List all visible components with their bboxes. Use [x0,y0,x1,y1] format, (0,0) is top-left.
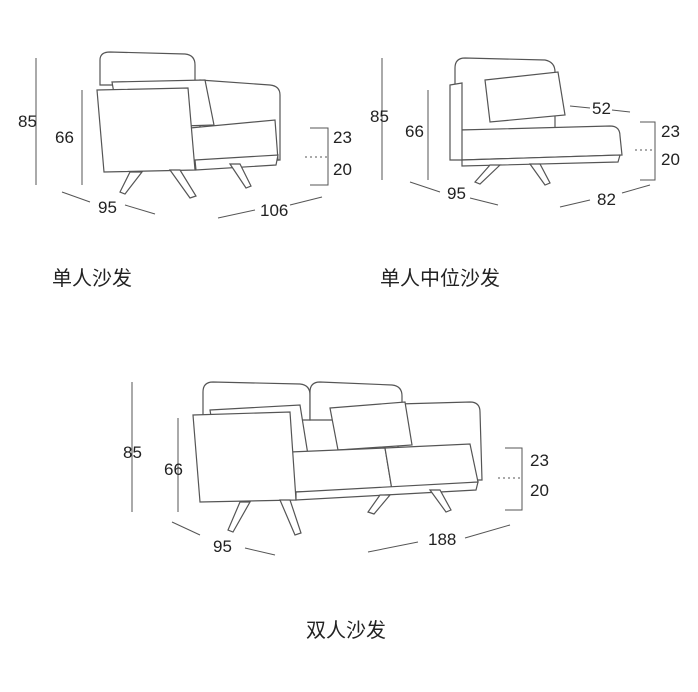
cushion-height-label: 23 [333,128,352,147]
double-sofa-drawing: 85 66 23 20 95 188 [123,381,549,556]
seat-back-height-label: 66 [405,122,424,141]
height-label: 85 [370,107,389,126]
middle-sofa-caption: 单人中位沙发 [380,266,500,290]
double-sofa-caption: 双人沙发 [306,618,386,642]
height-label: 85 [123,443,142,462]
seat-height-label: 20 [530,481,549,500]
depth-label: 95 [98,198,117,217]
depth-label: 95 [213,537,232,556]
single-sofa-drawing: 85 66 23 20 95 106 [18,51,352,220]
pillow-width-label: 52 [592,99,611,118]
seat-height-label: 20 [661,150,680,169]
cushion-height-label: 23 [530,451,549,470]
middle-sofa-drawing: 85 66 52 23 20 95 82 [370,57,680,209]
width-label: 82 [597,190,616,209]
seat-height-label: 20 [333,160,352,179]
width-label: 188 [428,530,456,549]
seat-back-height-label: 66 [164,460,183,479]
width-label: 106 [260,201,288,220]
single-sofa-caption: 单人沙发 [52,266,132,290]
cushion-height-label: 23 [661,122,680,141]
seat-back-height-label: 66 [55,128,74,147]
height-label: 85 [18,112,37,131]
depth-label: 95 [447,184,466,203]
